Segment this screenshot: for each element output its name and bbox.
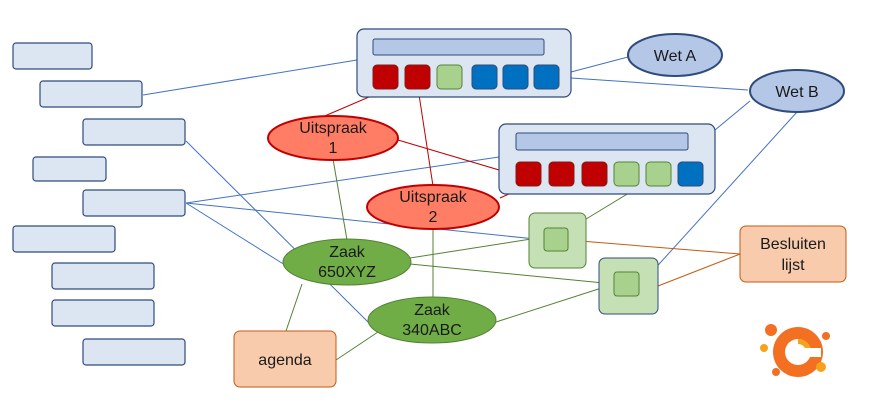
document-box-8 xyxy=(51,299,155,327)
agenda-node: agenda xyxy=(233,330,337,388)
document-boxes xyxy=(12,42,186,366)
article-light-green xyxy=(645,161,672,187)
decision-list-node: Besluiten lijst xyxy=(739,225,847,283)
ruling-node-uitspraak-2: Uitspraak 2 xyxy=(366,184,500,230)
line-zaak650-to-agenda xyxy=(285,283,303,332)
line-box5-to-zaak650 xyxy=(185,202,286,266)
besluiten-line2: lijst xyxy=(781,257,805,274)
uitspraak-1-line1: Uitspraak xyxy=(299,120,368,137)
document-box-1 xyxy=(12,42,93,70)
wet-b-label: Wet B xyxy=(775,84,818,101)
line-box5-to-panel2 xyxy=(185,156,500,204)
uitspraak-2-line1: Uitspraak xyxy=(399,189,468,206)
line-panel1-to-weta xyxy=(570,56,629,73)
article-dark-red xyxy=(372,64,399,90)
zaak-340-line2: 340ABC xyxy=(402,322,462,339)
line-wetb-to-sq2 xyxy=(640,111,798,285)
line-uitspraak1-to-panel2 xyxy=(397,139,517,176)
law-node-wet-b: Wet B xyxy=(749,69,845,113)
line-panel2-to-wetb xyxy=(714,100,751,131)
article-blue xyxy=(533,64,560,90)
line-box5-to-sq1 xyxy=(185,202,546,241)
article-dark-red xyxy=(404,64,431,90)
document-box-6 xyxy=(12,225,116,253)
line-zaak340-to-sq2 xyxy=(495,283,615,323)
line-zaak650-to-sq2 xyxy=(409,263,615,285)
case-node-zaak-340abc: Zaak 340ABC xyxy=(367,296,497,344)
line-sq2-to-besluiten xyxy=(657,253,741,287)
line-box3-to-zaak340 xyxy=(185,140,369,323)
panel-1-header-bar xyxy=(372,38,545,56)
document-box-9 xyxy=(82,338,186,366)
article-light-green xyxy=(613,161,640,187)
line-zaak650-to-sq1 xyxy=(409,236,545,259)
article-dark-red xyxy=(515,161,542,187)
uitspraak-1-line2: 1 xyxy=(329,140,338,157)
article-blue xyxy=(502,64,529,90)
line-panel1-to-wetb xyxy=(570,77,749,91)
document-box-4 xyxy=(32,156,107,182)
green-square-2 xyxy=(598,257,659,315)
article-light-green xyxy=(436,64,463,90)
line-uitspraak1-to-zaak650 xyxy=(332,158,348,241)
line-zaak340-to-agenda xyxy=(335,331,379,361)
article-blue xyxy=(471,64,498,90)
ruling-node-uitspraak-1: Uitspraak 1 xyxy=(267,115,399,161)
uitspraak-2-line2: 2 xyxy=(429,209,438,226)
line-sq1-to-besluiten xyxy=(567,239,741,255)
case-node-zaak-650xyz: Zaak 650XYZ xyxy=(282,238,412,286)
article-dark-red xyxy=(548,161,575,187)
zaak-340-line1: Zaak xyxy=(414,302,451,319)
law-node-wet-a: Wet A xyxy=(627,33,723,77)
article-blue xyxy=(677,161,704,187)
besluiten-line1: Besluiten xyxy=(760,236,826,253)
wet-a-label: Wet A xyxy=(654,48,697,65)
law-panel-2 xyxy=(498,123,716,195)
document-box-2 xyxy=(39,80,143,108)
line-panel1-to-uitspraak2 xyxy=(417,87,434,187)
agenda-label: agenda xyxy=(258,352,311,369)
document-box-5 xyxy=(82,189,186,217)
line-box-to-panel1 xyxy=(142,59,358,96)
document-box-3 xyxy=(82,118,186,146)
zaak-650-line1: Zaak xyxy=(329,244,366,261)
law-panel-1 xyxy=(356,28,572,98)
zaak-650-line2: 650XYZ xyxy=(318,264,376,281)
panel-2-header-bar xyxy=(515,132,689,151)
green-square-1 xyxy=(528,212,587,269)
brand-logo-icon xyxy=(760,324,830,377)
article-dark-red xyxy=(581,161,608,187)
document-box-7 xyxy=(51,262,155,290)
